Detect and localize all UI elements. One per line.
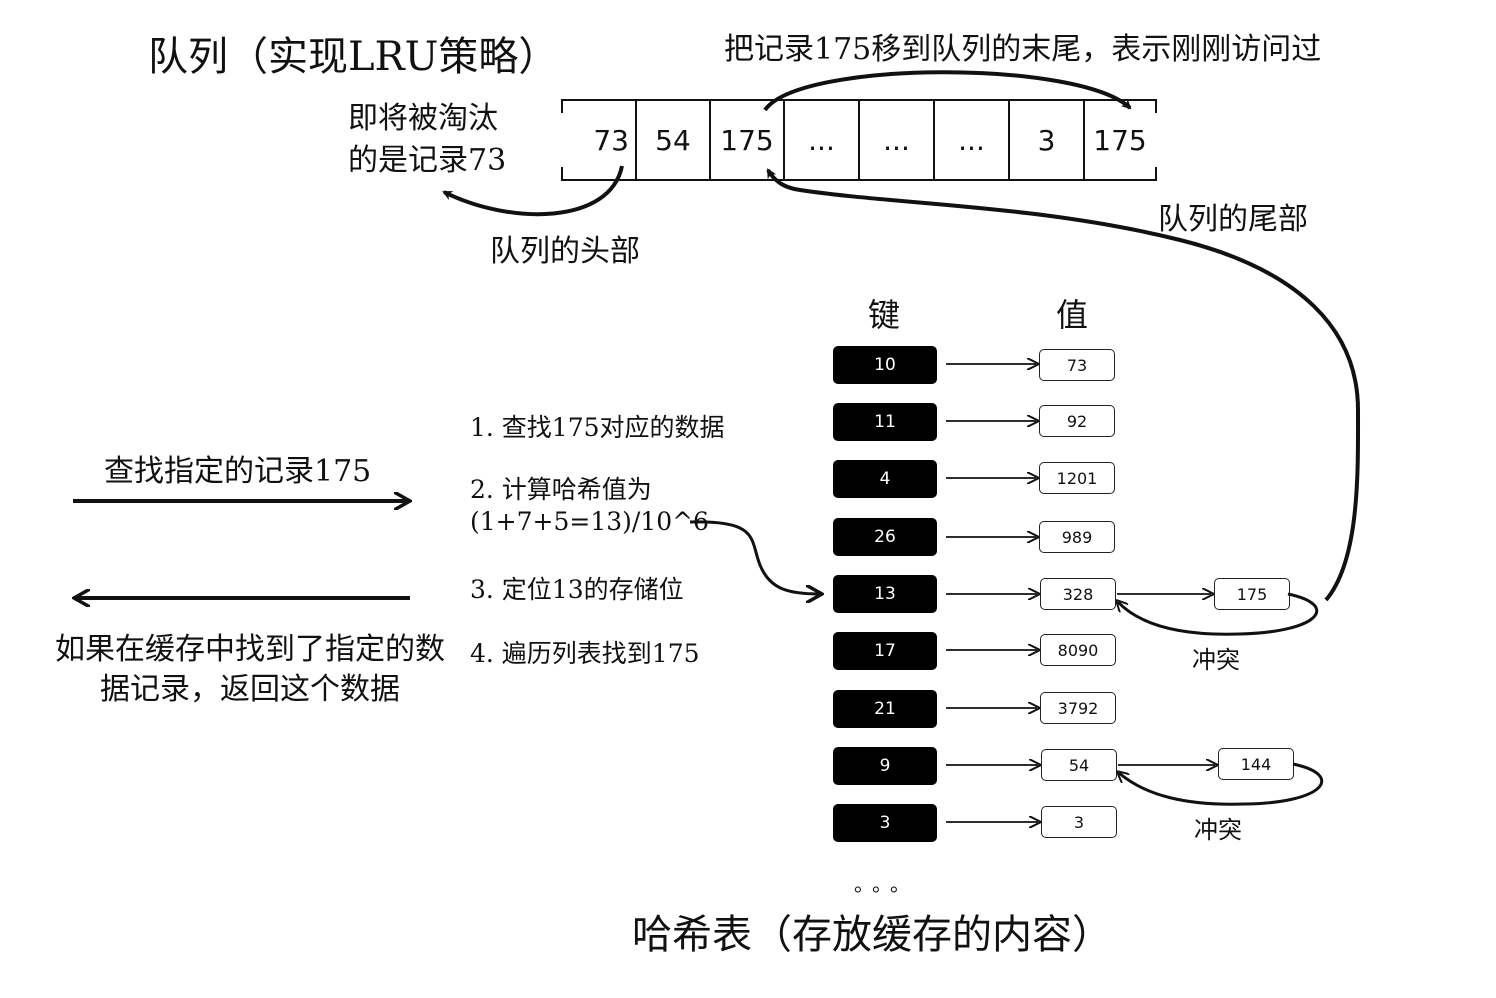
queue-title: 队列（实现LRU策略） — [148, 34, 559, 80]
lookup-request-label: 查找指定的记录175 — [104, 454, 372, 489]
queue-cell: 73 — [561, 101, 637, 179]
queue-tail-label: 队列的尾部 — [1158, 202, 1308, 237]
key-column-header: 键 — [868, 296, 901, 334]
hash-value: 92 — [1039, 405, 1115, 437]
hash-key: 21 — [833, 690, 937, 728]
hash-key: 17 — [833, 632, 937, 670]
conflict-label: 冲突 — [1194, 816, 1242, 844]
queue-cell: 3 — [1010, 101, 1085, 179]
hash-key: 4 — [833, 460, 937, 498]
queue-cell: 175 — [711, 101, 785, 179]
queue-head-label: 队列的头部 — [490, 234, 640, 269]
hash-value: 328 — [1040, 578, 1116, 610]
step-1: 1. 查找175对应的数据 — [470, 413, 725, 442]
queue-left-cap-top — [561, 99, 563, 113]
queue-cell: ... — [935, 101, 1010, 179]
hash-table-title: 哈希表（存放缓存的内容） — [632, 912, 1112, 958]
hash-key: 3 — [833, 804, 937, 842]
step-4: 4. 遍历列表找到175 — [470, 639, 700, 668]
step-2-line-2: (1+7+5=13)/10^6 — [470, 507, 709, 536]
queue-cell: 175 — [1093, 123, 1147, 157]
queue-cell: ... — [860, 101, 935, 179]
evict-head-arrow — [442, 165, 624, 217]
more-rows-ellipsis: 。。。 — [854, 872, 918, 896]
queue-box — [561, 99, 1157, 181]
hash-value: 989 — [1039, 521, 1115, 553]
hash-to-queue-arrow — [766, 168, 1361, 602]
hash-key: 11 — [833, 403, 937, 441]
move-to-tail-arrow — [763, 70, 1132, 112]
step-3: 3. 定位13的存储位 — [470, 575, 684, 604]
step-2-line-1: 2. 计算哈希值为 — [470, 475, 652, 504]
hash-value: 54 — [1041, 749, 1117, 781]
queue-cell: 54 — [637, 101, 711, 179]
hash-value: 1201 — [1039, 462, 1115, 494]
hash-value: 3792 — [1040, 692, 1116, 724]
evict-note-line-2: 的是记录73 — [348, 143, 507, 178]
evict-note-line-1: 即将被淘汰 — [348, 101, 498, 136]
hash-to-slot-arrow — [689, 520, 820, 594]
queue-cell: ... — [785, 101, 860, 179]
hash-key: 26 — [833, 518, 937, 556]
hash-key: 10 — [833, 346, 937, 384]
hash-value: 8090 — [1040, 634, 1116, 666]
lookup-return-label: 如果在缓存中找到了指定的数据记录，返回这个数据 — [55, 632, 445, 707]
conflict-label: 冲突 — [1192, 646, 1240, 674]
hash-key: 9 — [833, 747, 937, 785]
value-column-header: 值 — [1056, 296, 1089, 334]
queue-left-cap-bottom — [561, 167, 563, 181]
hash-value: 73 — [1039, 349, 1115, 381]
hash-value: 3 — [1041, 806, 1117, 838]
chain-node-144: 144 — [1218, 748, 1294, 780]
queue-right-cap-bottom — [1155, 167, 1157, 181]
queue-right-cap-top — [1155, 99, 1157, 113]
evict-note: 即将被淘汰 的是记录73 — [348, 98, 506, 182]
hash-key: 13 — [833, 575, 937, 613]
step-2: 2. 计算哈希值为 (1+7+5=13)/10^6 — [470, 474, 709, 538]
move-to-tail-note: 把记录175移到队列的末尾，表示刚刚访问过 — [724, 32, 1322, 67]
